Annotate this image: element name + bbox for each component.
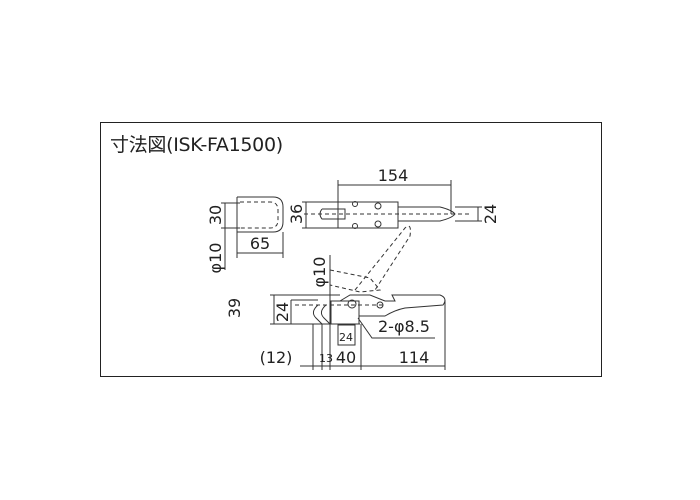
dim-phi10-mid: φ10 <box>310 257 329 288</box>
dim-154: 154 <box>378 166 409 185</box>
dim-40: 40 <box>336 348 356 367</box>
dim-24-handle: 24 <box>481 204 500 224</box>
dim-39: 39 <box>225 298 244 318</box>
dim-24-boxed: 24 <box>339 331 353 344</box>
dim-36: 36 <box>287 204 306 224</box>
side-view: 39 24 φ10 2-φ8.5 24 (12) 13 40 114 <box>225 225 446 370</box>
dim-30: 30 <box>206 205 225 225</box>
dim-hole: 2-φ8.5 <box>378 317 430 336</box>
dim-12: (12) <box>260 348 293 367</box>
dim-phi10-left: φ10 <box>206 243 225 274</box>
top-view: 154 36 24 <box>287 166 500 229</box>
dim-13: 13 <box>319 352 333 365</box>
dim-24-base: 24 <box>273 302 292 322</box>
drawing-frame <box>100 122 602 377</box>
dim-65: 65 <box>250 234 270 253</box>
end-view: 30 φ10 65 <box>206 196 284 274</box>
drawing-title: 寸法図(ISK-FA1500) <box>110 134 283 156</box>
dim-114: 114 <box>399 348 430 367</box>
